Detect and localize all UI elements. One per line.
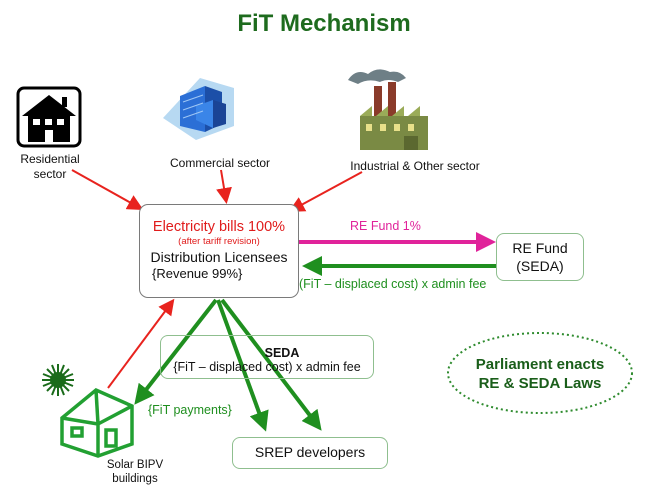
revenue-text: {Revenue 99%} <box>152 266 243 281</box>
srep-box: SREP developers <box>232 437 388 469</box>
solar-label-line2: buildings <box>112 473 158 485</box>
solar-bipv-label: Solar BIPV buildings <box>95 458 175 486</box>
residential-house-icon <box>16 86 82 148</box>
solar-to-distribution-arrow <box>107 298 175 389</box>
parliament-line2: RE & SEDA Laws <box>478 375 602 392</box>
re-fund-box: RE Fund (SEDA) <box>496 233 584 281</box>
fit-payment-arrow-srep-2 <box>220 298 322 431</box>
seda-title: SEDA <box>264 346 300 360</box>
re-fund-pct-label: RE Fund 1% <box>350 219 421 233</box>
factory-icon <box>348 69 428 150</box>
industrial-to-distribution-arrow <box>288 171 363 212</box>
residential-to-distribution-arrow <box>71 169 144 210</box>
solar-label-line1: Solar BIPV <box>106 459 164 471</box>
seda-box: SEDA {FiT – displaced cost) x admin fee <box>160 335 374 379</box>
displaced-cost-label: (FiT – displaced cost) x admin fee <box>299 277 487 291</box>
seda-formula: {FiT – displaced cost) x admin fee <box>173 360 361 374</box>
residential-label: Residential sector <box>20 152 80 181</box>
sun-icon <box>42 364 74 396</box>
fit-payment-arrow-solar <box>134 298 218 405</box>
re-fund-title: RE Fund <box>512 240 568 256</box>
distribution-licensees-text: Distribution Licensees <box>150 249 288 265</box>
distribution-box: Electricity bills 100% (after tariff rev… <box>139 204 299 298</box>
fit-payments-label: {FiT payments} <box>148 403 232 417</box>
parliament-line1: Parliament enacts <box>475 356 605 373</box>
commercial-label: Commercial sector <box>169 156 271 170</box>
re-fund-seda: (SEDA) <box>516 258 564 274</box>
tariff-revision-text: (after tariff revision) <box>178 236 260 247</box>
industrial-label: Industrial & Other sector <box>350 159 480 173</box>
electricity-bills-text: Electricity bills 100% <box>152 219 286 235</box>
commercial-buildings-icon <box>163 78 234 140</box>
solar-house-icon <box>60 387 134 458</box>
parliament-text: Parliament enacts RE & SEDA Laws <box>448 355 632 393</box>
fit-payment-arrow-srep-1 <box>216 299 269 432</box>
parliament-ellipse <box>447 332 633 414</box>
commercial-to-distribution-arrow <box>216 169 232 204</box>
srep-label: SREP developers <box>254 444 366 460</box>
page-title: FiT Mechanism <box>237 10 411 37</box>
